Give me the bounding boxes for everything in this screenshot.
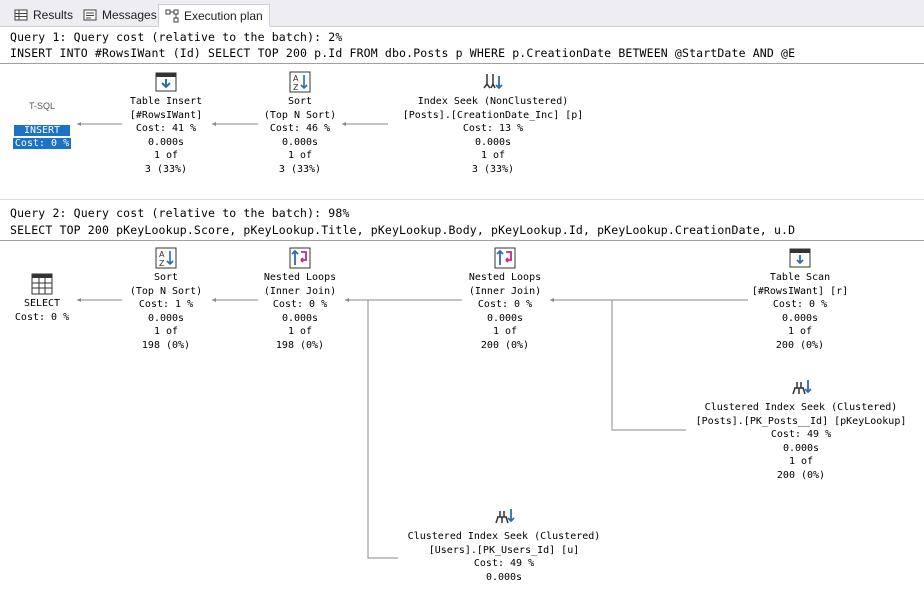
execution-plan-icon	[165, 9, 179, 22]
q1-seek-line1: Index Seek (NonClustered)	[417, 96, 569, 107]
query1-header: Query 1: Query cost (relative to the bat…	[10, 30, 343, 44]
query1-divider	[0, 63, 924, 64]
q1-seek-rows: 3 (33%)	[471, 163, 515, 175]
q2-sort-rows-of: 1 of	[153, 326, 179, 337]
q2-scan-line1: Table Scan	[769, 272, 831, 283]
q1-sort-time: 0.000s	[281, 136, 319, 148]
q2-select-node[interactable]: SELECT Cost: 0 %	[8, 272, 76, 324]
q2-cis-posts-time: 0.000s	[782, 442, 820, 454]
q1-insert-line2: [#RowsIWant]	[129, 109, 203, 121]
q2-cis-users-cost: Cost: 49 %	[473, 558, 535, 569]
query2-header: Query 2: Query cost (relative to the bat…	[10, 206, 350, 220]
q2-cis-users-line1: Clustered Index Seek (Clustered)	[407, 531, 601, 542]
svg-text:A: A	[293, 74, 299, 83]
table-scan-icon	[789, 248, 811, 268]
q1-insert-time: 0.000s	[147, 136, 185, 148]
svg-text:Z: Z	[159, 259, 165, 268]
q2-loops2-rows: 200 (0%)	[480, 339, 530, 351]
q2-cis-posts-line2: [Posts].[PK_Posts__Id] [pKeyLookup]	[695, 415, 907, 427]
q1-insert-rows-of: 1 of	[153, 150, 179, 161]
q1-sort-cost: Cost: 46 %	[269, 123, 331, 134]
q2-cis-posts-rows: 200 (0%)	[776, 469, 826, 481]
sort-icon: A Z	[155, 247, 177, 269]
tsql-icon-label: T-SQL	[28, 101, 55, 111]
q1-sort-line2: (Top N Sort)	[263, 109, 337, 121]
tab-messages[interactable]: Messages	[77, 4, 163, 26]
q1-sort-rows: 3 (33%)	[278, 163, 322, 175]
nested-loops-icon	[289, 247, 311, 269]
tab-results-label: Results	[33, 8, 74, 22]
q1-root-cost: Cost: 0 %	[12, 138, 72, 149]
q2-sort-rows: 198 (0%)	[141, 339, 191, 351]
svg-text:Z: Z	[293, 83, 299, 92]
q1-sort-rows-of: 1 of	[287, 150, 313, 161]
query2-divider	[0, 240, 924, 241]
q2-cis-posts-cost: Cost: 49 %	[770, 429, 832, 440]
q1-seek-rows-of: 1 of	[480, 150, 506, 161]
q2-loops1-rows-of: 1 of	[287, 326, 313, 337]
q2-cis-posts-rows-of: 1 of	[788, 456, 814, 467]
q2-scan-cost: Cost: 0 %	[772, 299, 828, 310]
q1-table-insert-node[interactable]: Table Insert [#RowsIWant] Cost: 41 % 0.0…	[118, 70, 214, 176]
select-icon	[31, 273, 53, 295]
q2-cis-users-time: 0.000s	[485, 571, 523, 583]
q1-sort-node[interactable]: A Z Sort (Top N Sort) Cost: 46 % 0.000s …	[255, 70, 345, 176]
q2-loops2-rows-of: 1 of	[492, 326, 518, 337]
query2-sql: SELECT TOP 200 pKeyLookup.Score, pKeyLoo…	[10, 223, 796, 237]
q1-insert-rows: 3 (33%)	[144, 163, 188, 175]
q2-loops2-line2: (Inner Join)	[468, 285, 542, 297]
tab-execution-plan[interactable]: Execution plan	[158, 4, 270, 27]
q1-seek-line2: [Posts].[CreationDate_Inc] [p]	[402, 109, 584, 121]
tab-results[interactable]: Results	[8, 4, 79, 26]
q2-nested-loops-1-node[interactable]: Nested Loops (Inner Join) Cost: 0 % 0.00…	[253, 246, 347, 352]
nested-loops-icon	[494, 247, 516, 269]
tab-execution-plan-label: Execution plan	[184, 8, 263, 23]
q2-scan-line2: [#RowsIWant] [r]	[751, 285, 849, 297]
q2-sort-time: 0.000s	[147, 312, 185, 324]
clustered-index-seek-icon	[495, 509, 515, 524]
q1-insert-line1: Table Insert	[129, 96, 203, 107]
clustered-index-seek-icon	[792, 380, 812, 395]
q2-clustered-index-seek-users-node[interactable]: Clustered Index Seek (Clustered) [Users]…	[396, 505, 612, 584]
q1-seek-time: 0.000s	[474, 136, 512, 148]
table-insert-icon	[155, 72, 177, 92]
svg-text:A: A	[159, 250, 165, 259]
q2-loops1-cost: Cost: 0 %	[272, 299, 328, 310]
q2-select-line1: SELECT	[23, 298, 61, 309]
q2-loops2-time: 0.000s	[486, 312, 524, 324]
tab-messages-label: Messages	[102, 8, 157, 22]
q1-index-seek-node[interactable]: Index Seek (NonClustered) [Posts].[Creat…	[388, 70, 598, 176]
q2-clustered-index-seek-posts-node[interactable]: Clustered Index Seek (Clustered) [Posts]…	[684, 376, 918, 482]
q1-root-op: INSERT	[13, 124, 71, 136]
q2-select-cost: Cost: 0 %	[14, 311, 70, 323]
q2-cis-users-line2: [Users].[PK_Users_Id] [u]	[428, 544, 580, 556]
q1-insert-cost: Cost: 41 %	[135, 123, 197, 134]
results-tab-bar: Results Messages Execution plan	[0, 0, 924, 27]
index-seek-icon	[483, 74, 503, 90]
q2-sort-line2: (Top N Sort)	[129, 285, 203, 297]
q2-nested-loops-2-node[interactable]: Nested Loops (Inner Join) Cost: 0 % 0.00…	[458, 246, 552, 352]
q1-seek-cost: Cost: 13 %	[462, 123, 524, 134]
q2-loops2-line1: Nested Loops	[468, 272, 542, 283]
q2-loops1-rows: 198 (0%)	[275, 339, 325, 351]
q2-scan-rows: 200 (0%)	[775, 339, 825, 351]
q2-sort-cost: Cost: 1 %	[138, 299, 194, 310]
q2-loops1-line2: (Inner Join)	[263, 285, 337, 297]
query-separator	[0, 199, 924, 200]
q2-scan-time: 0.000s	[781, 312, 819, 324]
q1-insert-root-node[interactable]: T-SQL INSERT Cost: 0 %	[8, 100, 76, 151]
q2-table-scan-node[interactable]: Table Scan [#RowsIWant] [r] Cost: 0 % 0.…	[742, 246, 858, 352]
q1-sort-line1: Sort	[287, 96, 313, 107]
q2-loops1-line1: Nested Loops	[263, 272, 337, 283]
q2-cis-posts-line1: Clustered Index Seek (Clustered)	[704, 402, 898, 413]
q2-sort-line1: Sort	[153, 272, 179, 283]
q2-loops2-cost: Cost: 0 %	[477, 299, 533, 310]
q2-sort-node[interactable]: A Z Sort (Top N Sort) Cost: 1 % 0.000s 1…	[120, 246, 212, 352]
q2-scan-rows-of: 1 of	[787, 326, 813, 337]
grid-icon	[14, 9, 28, 21]
q2-loops1-time: 0.000s	[281, 312, 319, 324]
query1-sql: INSERT INTO #RowsIWant (Id) SELECT TOP 2…	[10, 46, 796, 60]
sort-icon: A Z	[289, 71, 311, 93]
messages-icon	[83, 9, 97, 21]
